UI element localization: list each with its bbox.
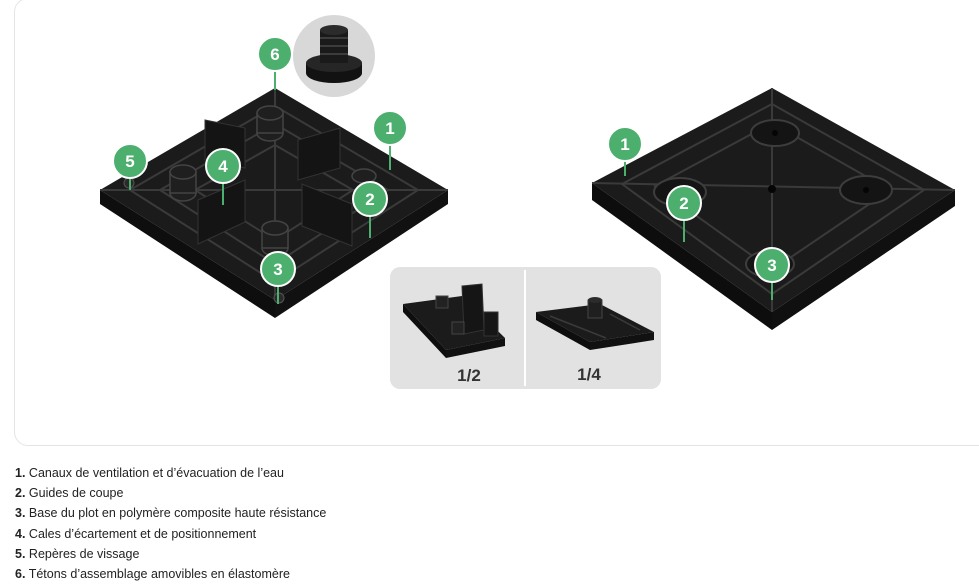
legend-item: 6. Tétons d’assemblage amovibles en élas… bbox=[15, 564, 326, 584]
svg-text:1: 1 bbox=[385, 119, 394, 138]
badge-2-bottom-view: 2 bbox=[666, 185, 702, 221]
cut-options-inset: 1/2 1/4 bbox=[390, 267, 661, 389]
half-pad-image bbox=[403, 283, 505, 358]
legend-number: 2. bbox=[15, 486, 26, 501]
svg-text:2: 2 bbox=[679, 194, 688, 213]
legend-text: Guides de coupe bbox=[28, 486, 124, 501]
badge-3: 3 bbox=[260, 251, 296, 287]
pad-bottom-view-image bbox=[591, 88, 956, 330]
svg-text:3: 3 bbox=[767, 256, 776, 275]
product-figure: 1/2 1/4 1 2 3 4 5 6 1 2 3 bbox=[100, 15, 956, 389]
half-cut-label: 1/2 bbox=[457, 366, 481, 385]
legend-number: 5. bbox=[15, 546, 26, 561]
legend-text: Base du plot en polymère composite haute… bbox=[28, 506, 327, 521]
elastomer-stud-image bbox=[293, 15, 375, 97]
legend-item: 4. Cales d’écartement et de positionneme… bbox=[15, 524, 326, 544]
legend-item: 1. Canaux de ventilation et d’évacuation… bbox=[15, 463, 326, 483]
badge-2: 2 bbox=[352, 181, 388, 217]
svg-text:3: 3 bbox=[273, 260, 282, 279]
legend-number: 4. bbox=[15, 526, 26, 541]
badge-1-bottom-view: 1 bbox=[607, 126, 643, 162]
pad-top-view-image bbox=[100, 88, 448, 318]
quarter-cut-label: 1/4 bbox=[577, 365, 601, 384]
badge-6: 6 bbox=[257, 36, 293, 72]
badge-4: 4 bbox=[205, 148, 241, 184]
callout-leaders bbox=[129, 70, 773, 304]
badge-1: 1 bbox=[372, 110, 408, 146]
svg-text:5: 5 bbox=[125, 152, 134, 171]
svg-text:1: 1 bbox=[620, 135, 629, 154]
svg-text:6: 6 bbox=[270, 45, 279, 64]
badge-5: 5 bbox=[112, 143, 148, 179]
legend-number: 1. bbox=[15, 466, 26, 480]
svg-text:2: 2 bbox=[365, 190, 374, 209]
legend-text: Tétons d’assemblage amovibles en élastom… bbox=[28, 567, 290, 582]
legend-item: 2. Guides de coupe bbox=[15, 483, 326, 503]
svg-text:4: 4 bbox=[218, 157, 228, 176]
badge-3-bottom-view: 3 bbox=[754, 247, 790, 283]
legend-number: 6. bbox=[15, 567, 26, 582]
quarter-pad-image bbox=[536, 297, 654, 350]
legend-text: Canaux de ventilation et d’évacuation de… bbox=[28, 466, 284, 480]
legend-item: 3. Base du plot en polymère composite ha… bbox=[15, 503, 326, 523]
legend-item: 5. Repères de vissage bbox=[15, 544, 326, 564]
legend-number: 3. bbox=[15, 506, 26, 521]
feature-legend: 1. Canaux de ventilation et d’évacuation… bbox=[15, 463, 326, 584]
legend-text: Cales d’écartement et de positionnement bbox=[28, 526, 257, 541]
legend-text: Repères de vissage bbox=[28, 546, 140, 561]
